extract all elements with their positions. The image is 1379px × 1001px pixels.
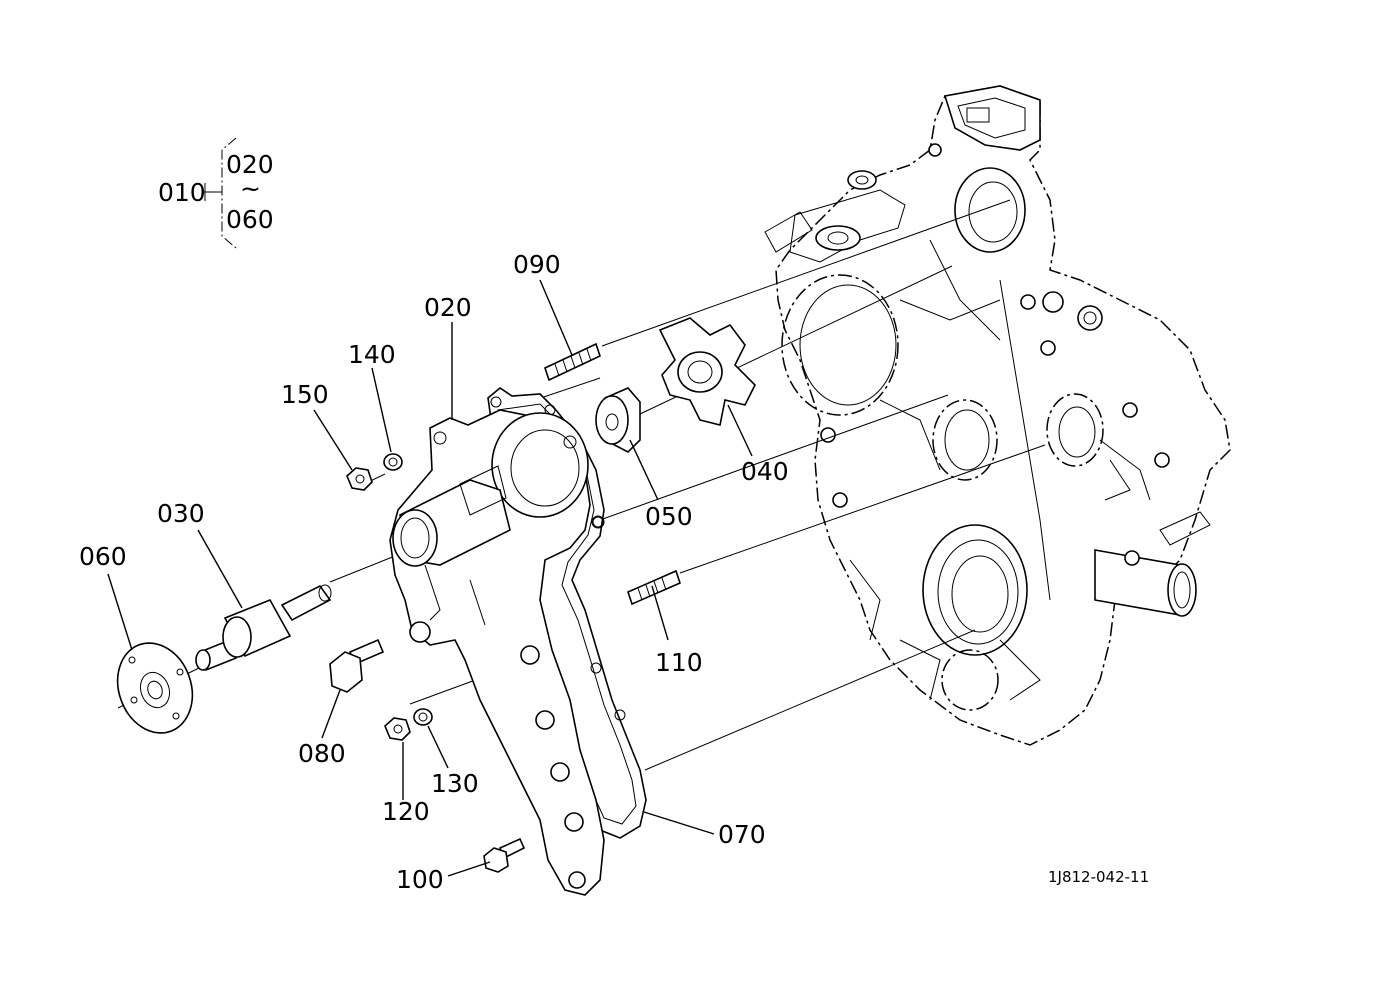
leader-lines (107, 279, 753, 877)
washer-130[interactable] (413, 708, 433, 726)
bolt-080[interactable] (329, 638, 385, 693)
callout-040[interactable]: 040 (741, 457, 789, 486)
washer-140[interactable] (383, 453, 403, 471)
callout-140[interactable]: 140 (348, 340, 396, 369)
gear-case-outline (764, 85, 1231, 746)
nut-150[interactable] (346, 467, 373, 491)
impeller[interactable] (658, 317, 756, 426)
bolt-100[interactable] (483, 837, 526, 873)
group-range-separator: ~ (240, 174, 261, 203)
stud-110[interactable] (627, 569, 681, 606)
callout-030[interactable]: 030 (157, 499, 205, 528)
callout-060[interactable]: 060 (79, 542, 127, 571)
seal[interactable] (595, 387, 641, 453)
group-range-start-label[interactable]: 020 (226, 150, 274, 179)
callout-120[interactable]: 120 (382, 797, 430, 826)
callout-110[interactable]: 110 (655, 648, 703, 677)
callout-020[interactable]: 020 (424, 293, 472, 322)
callout-150[interactable]: 150 (281, 380, 329, 409)
stud-090[interactable] (544, 342, 601, 382)
shaft-bearing[interactable] (195, 584, 332, 672)
callout-070[interactable]: 070 (718, 820, 766, 849)
callout-090[interactable]: 090 (513, 250, 561, 279)
group-bracket: 010 020 ~ 060 (158, 137, 274, 249)
pulley-flange[interactable] (105, 632, 204, 743)
callout-labels: 020 030 040 050 060 070 080 090 100 110 … (79, 250, 789, 894)
group-parent-label[interactable]: 010 (158, 178, 206, 207)
water-pump-body[interactable] (389, 409, 605, 896)
callout-130[interactable]: 130 (431, 769, 479, 798)
callout-080[interactable]: 080 (298, 739, 346, 768)
callout-100[interactable]: 100 (396, 865, 444, 894)
group-range-end-label[interactable]: 060 (226, 205, 274, 234)
figure-code: 1J812-042-11 (1048, 868, 1149, 886)
callout-050[interactable]: 050 (645, 502, 693, 531)
nut-120[interactable] (384, 717, 411, 741)
